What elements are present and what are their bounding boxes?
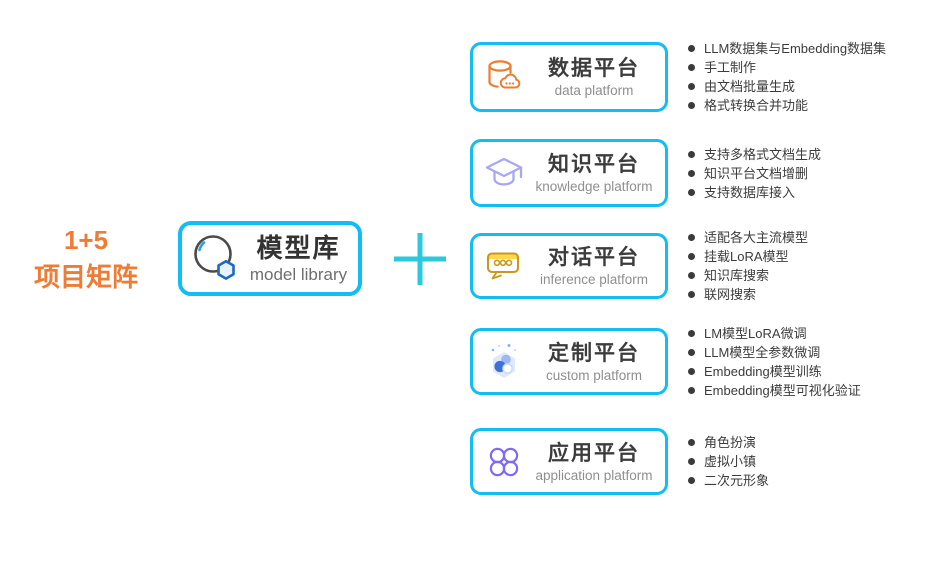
platform-title: 定制平台 bbox=[548, 341, 640, 365]
molecule-icon bbox=[482, 338, 526, 386]
bullet-item: 由文档批量生成 bbox=[688, 77, 944, 96]
bullet-text: LM模型LoRA微调 bbox=[704, 325, 807, 341]
bullet-list-custom: LM模型LoRA微调 LLM模型全参数微调 Embedding模型训练 Embe… bbox=[688, 326, 944, 398]
bullet-text: 联网搜索 bbox=[704, 287, 757, 302]
bullet-dot bbox=[688, 477, 695, 484]
graduation-cap-icon bbox=[482, 149, 526, 197]
bullet-dot bbox=[688, 329, 695, 337]
bullet-item: 支持多格式文档生成 bbox=[688, 145, 944, 164]
bullet-dot bbox=[688, 386, 695, 394]
bullet-item: LLM模型全参数微调 bbox=[688, 343, 944, 362]
bullet-text: Embedding模型可视化验证 bbox=[704, 382, 861, 398]
platform-text: 定制平台 custom platform bbox=[531, 341, 657, 383]
bullet-text: 支持数据库接入 bbox=[704, 184, 796, 200]
bullet-dot bbox=[688, 83, 695, 90]
bullet-text: 虚拟小镇 bbox=[704, 454, 757, 469]
bullet-item: 角色扮演 bbox=[688, 433, 944, 452]
platform-subtitle: data platform bbox=[554, 83, 634, 98]
bullet-dot bbox=[688, 150, 695, 158]
bullet-item: 二次元形象 bbox=[688, 471, 944, 490]
matrix-label-line2: 项目矩阵 bbox=[33, 262, 138, 292]
bullet-dot bbox=[688, 272, 695, 279]
bullet-text: 适配各大主流模型 bbox=[704, 230, 809, 245]
platform-box-custom: 定制平台 custom platform bbox=[470, 328, 668, 395]
bullet-item: LLM数据集与Embedding数据集 bbox=[688, 39, 944, 58]
bullet-dot bbox=[688, 102, 695, 109]
plus-icon bbox=[391, 230, 449, 288]
platform-text: 对话平台 inference platform bbox=[531, 245, 657, 287]
matrix-label: 1+5 项目矩阵 bbox=[18, 222, 154, 296]
bullet-text: 二次元形象 bbox=[704, 473, 770, 488]
bullet-item: 格式转换合并功能 bbox=[688, 96, 944, 115]
platform-title: 应用平台 bbox=[548, 441, 640, 465]
platform-subtitle: custom platform bbox=[545, 367, 643, 383]
platform-subtitle: knowledge platform bbox=[535, 179, 653, 194]
bullet-list-data: LLM数据集与Embedding数据集 手工制作 由文档批量生成 格式转换合并功… bbox=[688, 39, 944, 115]
bullet-dot bbox=[688, 188, 695, 196]
bullet-item: 支持数据库接入 bbox=[688, 183, 944, 202]
bullet-item: Embedding模型训练 bbox=[688, 362, 944, 381]
platform-box-application: 应用平台 application platform bbox=[470, 428, 668, 495]
model-library-icon bbox=[191, 232, 241, 286]
model-library-subtitle: model library bbox=[249, 264, 348, 284]
bullet-dot bbox=[688, 45, 695, 52]
platform-title: 对话平台 bbox=[548, 246, 640, 269]
bullet-item: 手工制作 bbox=[688, 58, 944, 77]
bullet-text: 手工制作 bbox=[704, 60, 757, 75]
platform-text: 应用平台 application platform bbox=[531, 441, 657, 483]
bullet-text: 知识库搜索 bbox=[704, 268, 770, 283]
matrix-label-line1: 1+5 bbox=[63, 225, 109, 255]
model-library-box: 模型库 model library bbox=[178, 221, 362, 296]
bullet-dot bbox=[688, 234, 695, 241]
platform-text: 数据平台 data platform bbox=[531, 56, 657, 98]
bullet-dot bbox=[688, 439, 695, 446]
bullet-dot bbox=[688, 291, 695, 298]
bullet-text: Embedding模型训练 bbox=[704, 363, 822, 379]
platform-box-inference: 对话平台 inference platform bbox=[470, 233, 668, 299]
platform-text: 知识平台 knowledge platform bbox=[531, 152, 657, 194]
platform-title: 数据平台 bbox=[548, 57, 640, 80]
bullet-text: 支持多格式文档生成 bbox=[704, 146, 822, 162]
chat-bubble-icon bbox=[482, 242, 526, 290]
bullet-item: 知识库搜索 bbox=[688, 266, 944, 285]
bullet-dot bbox=[688, 348, 695, 356]
platform-box-data: 数据平台 data platform bbox=[470, 42, 668, 112]
bullet-text: 格式转换合并功能 bbox=[704, 98, 809, 113]
platform-box-knowledge: 知识平台 knowledge platform bbox=[470, 139, 668, 207]
bullet-item: 挂载LoRA模型 bbox=[688, 247, 944, 266]
platform-subtitle: application platform bbox=[535, 467, 653, 483]
bullet-list-application: 角色扮演 虚拟小镇 二次元形象 bbox=[688, 428, 944, 495]
bullet-dot bbox=[688, 458, 695, 465]
bullet-item: 虚拟小镇 bbox=[688, 452, 944, 471]
bullet-dot bbox=[688, 64, 695, 71]
bullet-list-inference: 适配各大主流模型 挂载LoRA模型 知识库搜索 联网搜索 bbox=[688, 230, 944, 302]
bullet-text: 角色扮演 bbox=[704, 435, 757, 450]
model-library-text: 模型库 model library bbox=[249, 233, 348, 285]
model-library-title: 模型库 bbox=[256, 232, 341, 263]
bullet-list-knowledge: 支持多格式文档生成 知识平台文档增删 支持数据库接入 bbox=[688, 139, 944, 207]
bullet-text: 知识平台文档增删 bbox=[704, 165, 809, 181]
platform-title: 知识平台 bbox=[548, 153, 640, 176]
database-cloud-icon bbox=[482, 53, 526, 101]
app-grid-icon bbox=[482, 438, 526, 486]
bullet-item: LM模型LoRA微调 bbox=[688, 324, 944, 343]
bullet-item: Embedding模型可视化验证 bbox=[688, 381, 944, 400]
bullet-item: 适配各大主流模型 bbox=[688, 228, 944, 247]
bullet-text: 由文档批量生成 bbox=[704, 79, 796, 94]
bullet-text: LLM数据集与Embedding数据集 bbox=[704, 41, 887, 56]
bullet-item: 联网搜索 bbox=[688, 285, 944, 304]
bullet-text: LLM模型全参数微调 bbox=[704, 344, 821, 360]
bullet-dot bbox=[688, 169, 695, 177]
bullet-dot bbox=[688, 253, 695, 260]
bullet-text: 挂载LoRA模型 bbox=[704, 249, 789, 264]
bullet-item: 知识平台文档增删 bbox=[688, 164, 944, 183]
platform-subtitle: inference platform bbox=[539, 272, 649, 287]
bullet-dot bbox=[688, 367, 695, 375]
